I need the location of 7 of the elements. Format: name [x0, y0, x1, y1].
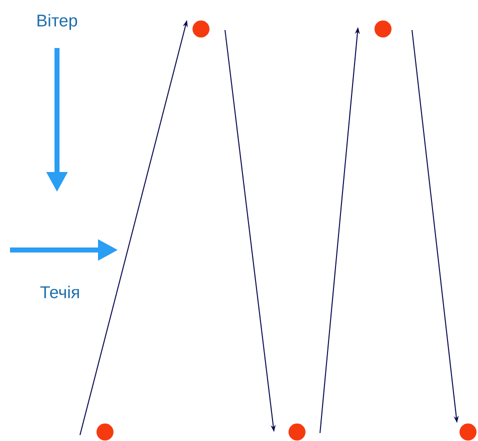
buoy-marker [288, 424, 306, 440]
buoy-marker [96, 424, 114, 440]
label-text: Вітер [38, 14, 78, 30]
buoy-marker [460, 424, 476, 440]
label-text: Течія [40, 286, 79, 298]
buoy-marker [192, 20, 210, 38]
buoy-marker [374, 20, 392, 38]
